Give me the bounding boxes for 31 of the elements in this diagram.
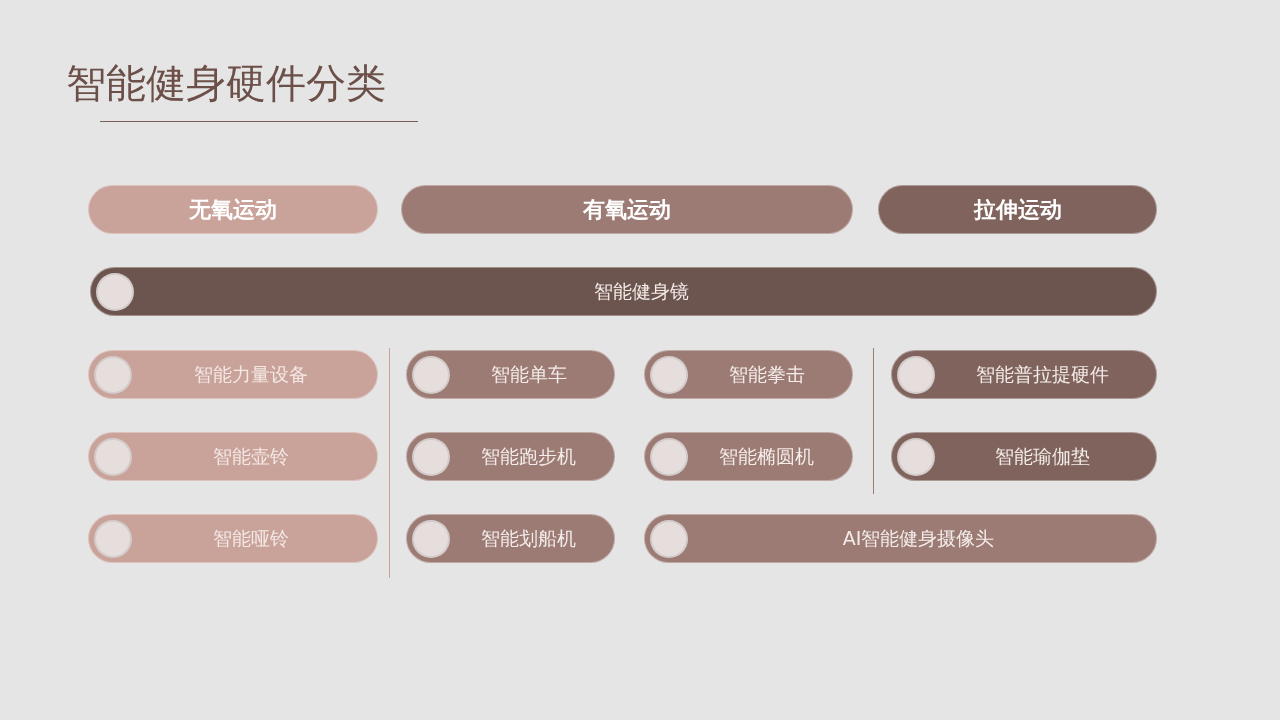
item-label: 智能哑铃 [213,525,289,551]
item-label: AI智能健身摄像头 [842,525,995,551]
item-label: 智能普拉提硬件 [975,361,1109,387]
toggle-pill [406,350,615,399]
category-title: 拉伸运动 [973,195,1062,224]
toggle-pill [406,514,615,563]
toggle-pill [88,350,378,399]
toggle-pill [644,350,853,399]
item-label: 智能椭圆机 [719,443,814,469]
item-label: 智能力量设备 [194,361,308,387]
category-header [878,185,1157,234]
toggle-pill [644,432,853,481]
toggle-pill [88,432,378,481]
toggle-pill [406,432,615,481]
category-title: 有氧运动 [583,195,671,224]
toggle-pill [90,267,1157,316]
item-label: 智能健身镜 [594,278,689,304]
item-label: 智能单车 [490,361,567,387]
category-header [401,185,853,234]
toggle-pill [88,514,378,563]
page-title: 智能健身硬件分类 [66,59,386,108]
item-label: 智能瑜伽垫 [994,443,1090,469]
category-header [88,185,378,234]
toggle-pill [891,350,1157,399]
item-label: 智能跑步机 [481,443,576,469]
item-label: 智能拳击 [728,361,805,387]
item-label: 智能划船机 [481,525,576,551]
toggle-pill [644,514,1157,563]
category-title: 无氧运动 [189,195,277,224]
item-label: 智能壶铃 [213,443,289,469]
toggle-pill [891,432,1157,481]
